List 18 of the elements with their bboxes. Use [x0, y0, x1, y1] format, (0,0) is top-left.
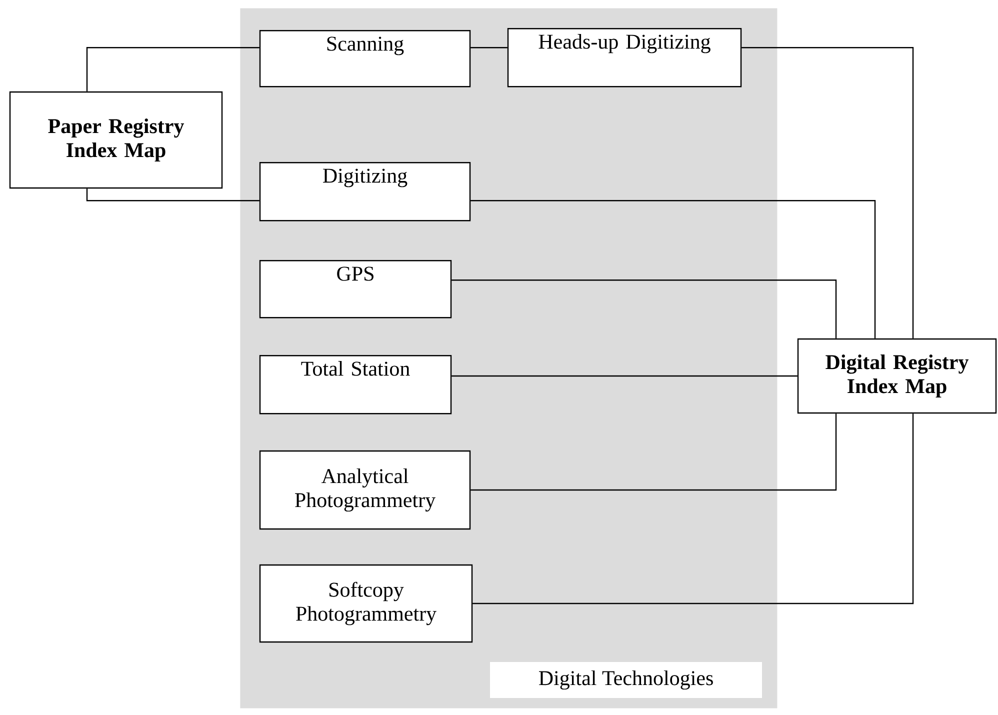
connector-line	[86, 47, 260, 92]
connector-line	[452, 375, 798, 377]
connector-line	[470, 414, 837, 491]
process-box: Digital Registry Index Map	[797, 338, 997, 414]
process-box: Softcopy Photogrammetry	[259, 564, 473, 643]
connector-line	[470, 47, 508, 48]
connector-line	[472, 414, 914, 604]
process-box: Analytical Photogrammetry	[259, 450, 471, 530]
process-box: Heads-up Digitizing	[507, 28, 742, 88]
process-box: Total Station	[259, 355, 452, 414]
process-box: Digitizing	[259, 162, 471, 222]
process-box: GPS	[259, 260, 452, 318]
connector-line	[742, 47, 914, 338]
connector-line	[470, 200, 876, 338]
process-box: Scanning	[259, 30, 471, 88]
connector-line	[452, 280, 837, 338]
connector-line	[86, 188, 260, 202]
process-box: Paper Registry Index Map	[9, 91, 223, 189]
